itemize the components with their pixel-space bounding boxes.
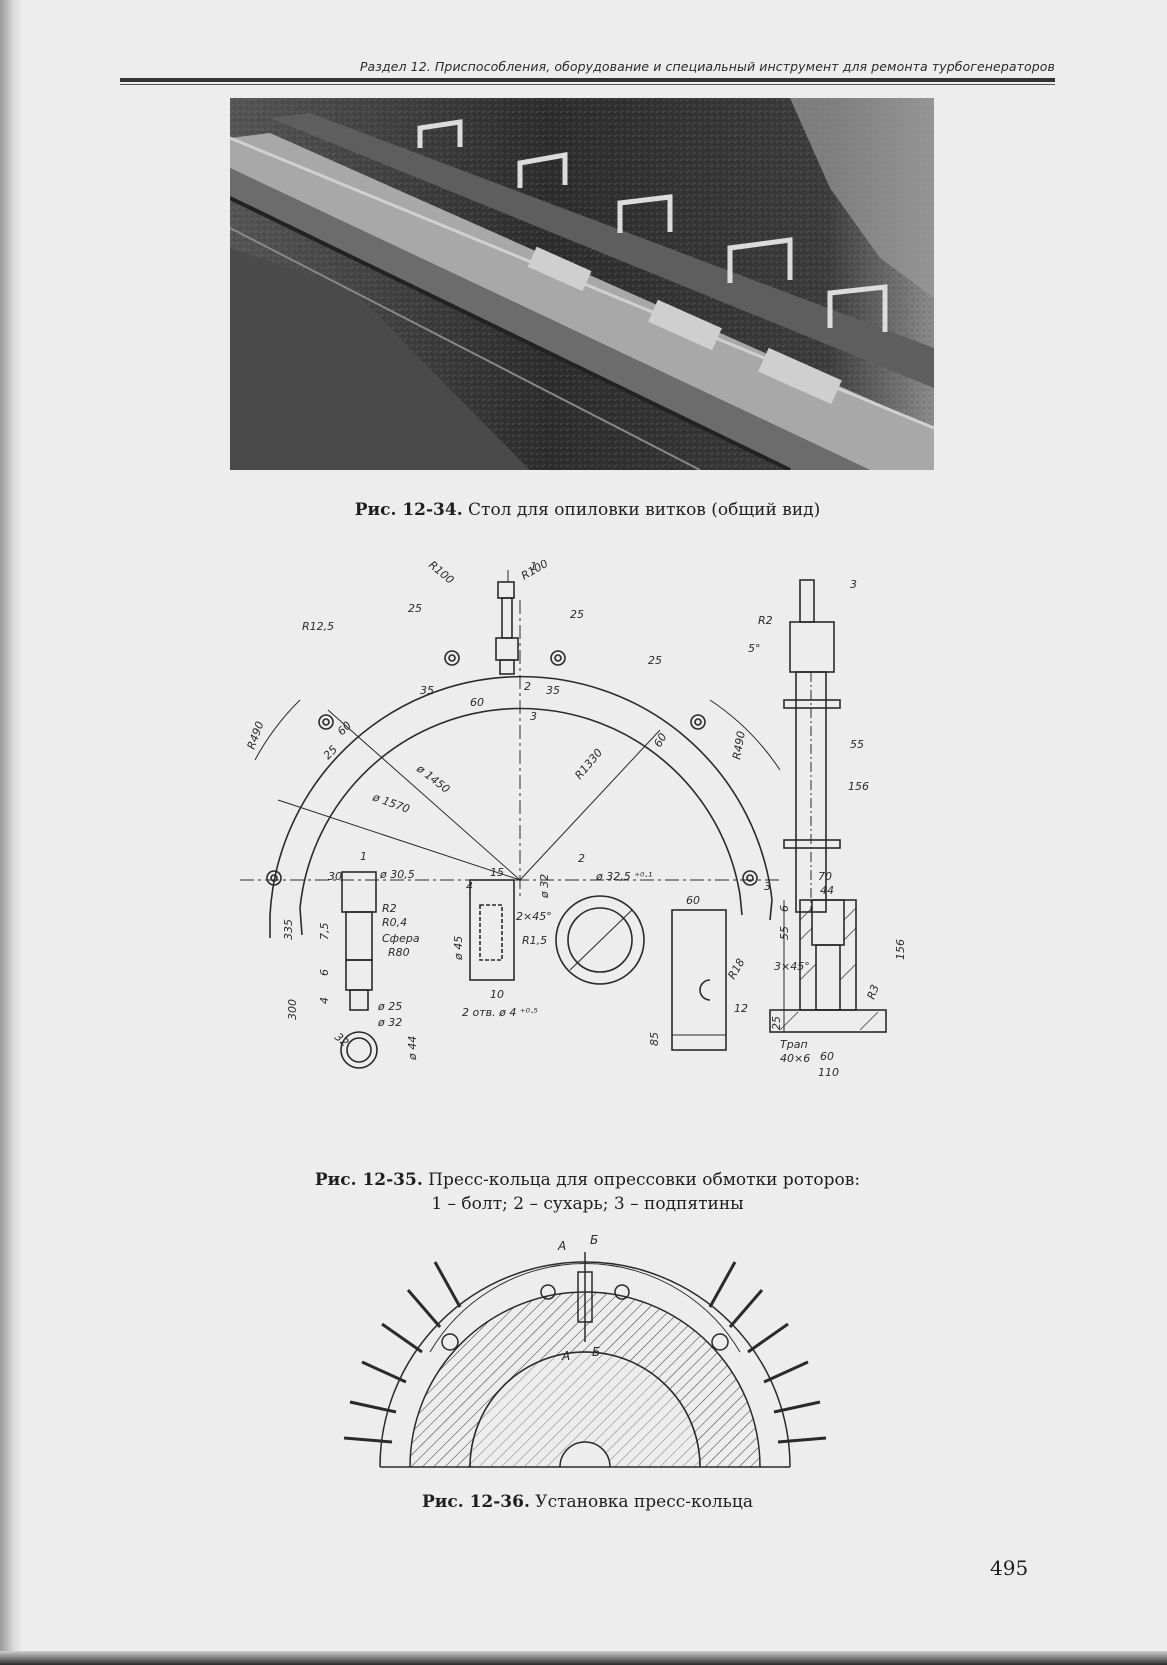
label-d32: ø 32 (538, 874, 551, 899)
header-rule (120, 78, 1055, 85)
label-sphere: Сфера (382, 932, 420, 945)
page-binding-shadow (0, 0, 22, 1665)
label-25-b: 25 (570, 608, 584, 621)
callout-2: 2 (524, 680, 531, 693)
assembly-label-a-mid: А (561, 1349, 570, 1363)
label-4b: 4 (466, 880, 473, 893)
side-r2: R2 (758, 614, 773, 627)
figure-number: Рис. 12-35. (314, 1170, 423, 1190)
label-300: 300 (286, 999, 299, 1020)
side-callout-3: 3 (850, 578, 857, 591)
figure-caption-text: Стол для опиловки витков (общий вид) (468, 500, 821, 520)
side-55: 55 (850, 738, 864, 751)
label-d30-5: ø 30,5 (379, 868, 415, 881)
label-110: 110 (818, 1066, 839, 1079)
section-1: 1 (360, 850, 367, 863)
assembly-label-b-mid: Б (592, 1345, 600, 1359)
figure-caption-legend: 1 – болт; 2 – сухарь; 3 – подпятины (431, 1194, 744, 1214)
callout-1: 1 (530, 560, 537, 573)
label-d32-5: ø 32,5 ⁺⁰·¹ (595, 870, 652, 883)
label-r2-bolt: R2 (382, 902, 397, 915)
label-tr-size: 40×6 (780, 1052, 810, 1065)
label-60c: 60 (820, 1050, 834, 1063)
assembly-label-a-top: А (557, 1239, 566, 1253)
label-60-right: 60 (651, 731, 669, 750)
callout-3: 3 (530, 710, 537, 723)
label-60-left: 60 (335, 719, 354, 738)
label-d45: ø 45 (452, 936, 465, 961)
label-7-5: 7,5 (318, 923, 331, 941)
section-3: 3 (764, 880, 771, 893)
figure-number: Рис. 12-34. (354, 500, 463, 520)
section-2: 2 (578, 852, 585, 865)
label-25-left: 25 (321, 743, 340, 762)
page-bottom-edge (0, 1651, 1167, 1665)
label-d1570: ø 1570 (370, 790, 411, 816)
label-25-c: 25 (648, 654, 662, 667)
label-60-top: 60 (470, 696, 484, 709)
label-15: 15 (490, 866, 504, 879)
label-r100-left: R100 (426, 560, 456, 587)
label-156b: 156 (894, 939, 907, 960)
assembly-label-b-top: Б (590, 1233, 598, 1247)
press-ring-drawing: R100 R100 25 25 25 R12,5 35 35 60 1 2 3 … (240, 560, 907, 1079)
label-d25: ø 25 (377, 1000, 402, 1013)
label-85: 85 (648, 1032, 661, 1046)
label-r18: R18 (725, 956, 747, 981)
page-number: 495 (990, 1556, 1029, 1580)
figure-caption-12-34: Рис. 12-34. Стол для опиловки витков (об… (120, 498, 1055, 522)
label-r3: R3 (865, 983, 882, 1001)
label-25-a: 25 (408, 602, 422, 615)
label-2x45: 2×45° (516, 910, 552, 923)
figure-number: Рис. 12-36. (422, 1492, 530, 1512)
side-156: 156 (848, 780, 869, 793)
label-r490-right: R490 (730, 730, 748, 760)
label-r1330: R1330 (572, 746, 605, 782)
label-r80: R80 (388, 946, 410, 959)
label-30: 30 (328, 870, 342, 883)
label-6: 6 (318, 969, 331, 976)
label-35-b: 35 (546, 684, 560, 697)
running-head: Раздел 12. Приспособления, оборудование … (359, 59, 1055, 74)
press-ring-assembly-drawing: А Б А Б (343, 1233, 827, 1468)
label-d32-bolt: ø 32 (377, 1016, 402, 1029)
label-335: 335 (282, 919, 295, 940)
label-70: 70 (818, 870, 832, 883)
photo-filing-table (230, 98, 934, 470)
label-12: 12 (734, 1002, 748, 1015)
figure-caption-12-36: Рис. 12-36. Установка пресс-кольца (120, 1490, 1055, 1514)
label-4: 4 (318, 997, 331, 1004)
label-10: 10 (490, 988, 504, 1001)
figure-caption-text: Пресс-кольца для опрессовки обмотки рото… (428, 1170, 861, 1190)
label-35-a: 35 (420, 684, 434, 697)
figure-caption-12-35: Рис. 12-35. Пресс-кольца для опрессовки … (120, 1168, 1055, 1216)
label-60b: 60 (686, 894, 700, 907)
label-3x45: 3×45° (774, 960, 810, 973)
label-r0-4: R0,4 (382, 916, 407, 929)
figure-caption-text: Установка пресс-кольца (535, 1492, 753, 1512)
label-r1-5: R1,5 (522, 934, 547, 947)
label-holes: 2 отв. ø 4 ⁺⁰·⁵ (462, 1006, 538, 1019)
label-55b: 55 (778, 926, 791, 940)
label-44: 44 (820, 884, 834, 897)
label-r12-5: R12,5 (302, 620, 334, 633)
side-5deg: 5° (748, 642, 761, 655)
label-d44: ø 44 (406, 1036, 419, 1061)
label-25d: 25 (770, 1016, 783, 1030)
label-6b: 6 (778, 905, 791, 912)
label-tr: Трап (780, 1038, 808, 1051)
